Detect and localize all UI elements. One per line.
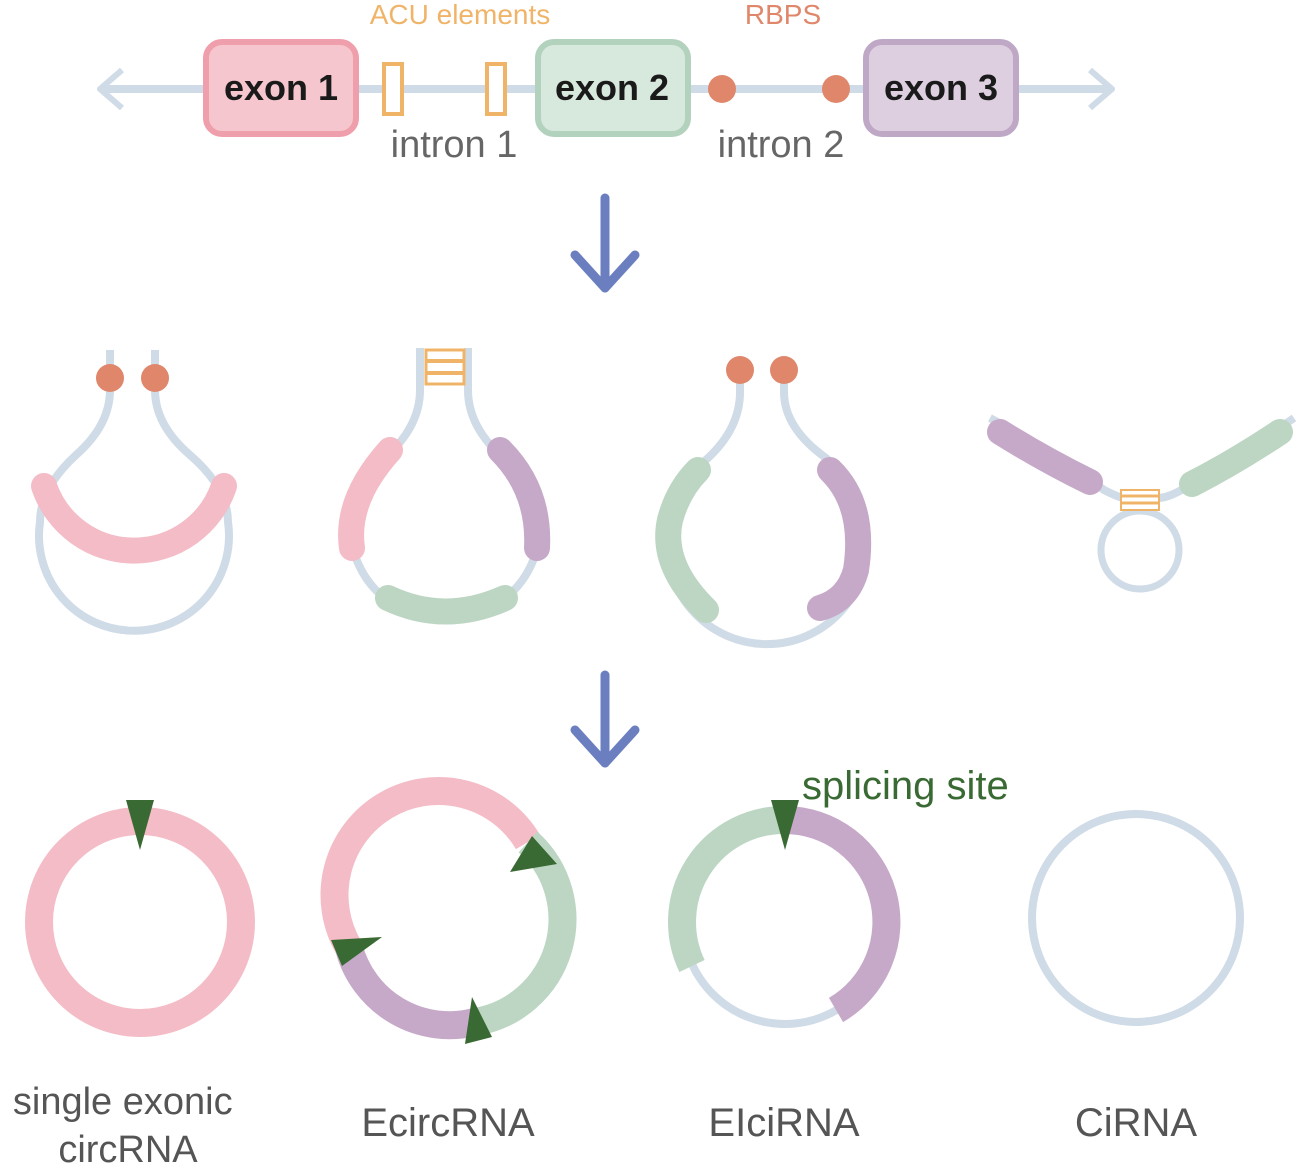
splice-site-marker-icon [331,937,382,966]
intron-2-label: intron 2 [718,124,845,166]
single-exonic-circrna [25,800,255,1037]
rbp-dot-2 [822,75,850,103]
rbp-dot [96,364,124,392]
cirna [1028,810,1244,1026]
exon-1-label: exon 1 [224,67,338,108]
exon-2-arc [375,585,518,625]
circrna-products: splicing site single exonic circRNA Ecir… [13,764,1244,1169]
rbps-label: RBPS [745,0,821,30]
splice-site-marker-icon [465,997,492,1044]
splice-site-marker-icon [126,800,154,850]
acu-pairing [424,348,466,386]
intermediate-structures [31,348,1297,649]
single-exonic-circrna-label: single exonic circRNA [13,1081,243,1169]
intermediate-rbp [655,356,872,649]
splice-site-marker-icon [510,836,557,872]
exon-3-arc [784,806,901,1023]
right-arrowhead-icon [1088,67,1115,111]
exon-3-label: exon 3 [884,67,998,108]
intron-1-label: intron 1 [391,124,518,166]
exon-3-arc [807,457,872,621]
splicing-site-label: splicing site [802,764,1009,808]
intron-loop [1097,507,1183,593]
acu-element-2 [485,62,507,116]
exon-2-arc [1179,419,1293,497]
exon-1-arc [320,776,541,956]
exon-3-box [863,39,1019,137]
eicirna: splicing site [668,764,1009,1028]
cirna-label: CiRNA [1075,1101,1198,1145]
exon-2-arc [668,805,786,973]
intermediate-intron-lariat [987,414,1297,593]
exon-2-arc [472,831,577,1036]
acu-element-1 [382,62,404,116]
intron-ring [1028,810,1244,1026]
exon-2-arc [655,457,719,623]
gene-structure: exon 1 exon 2 exon 3 ACU elements RBPS i… [97,0,1115,166]
rbp-dot [141,364,169,392]
rbp-dot [726,356,754,384]
acu-pairing [1120,489,1160,511]
intermediate-single-exon [31,350,237,635]
exon-2-label: exon 2 [555,67,669,108]
down-arrow-1-icon [570,193,640,293]
exon-1-ring [25,807,255,1037]
rbp-dot-1 [708,75,736,103]
left-arrowhead-icon [97,67,124,111]
ecircrna [320,776,577,1044]
exon-1-arc [31,473,237,564]
exon-3-arc [487,437,551,561]
exon-1-arc [338,437,403,561]
eicirna-label: EIciRNA [708,1101,859,1145]
single-exonic-circrna-label-line-1: single exonic [13,1081,233,1123]
acu-elements-label: ACU elements [370,0,551,30]
intermediate-acu-paired [338,348,551,625]
exon-3-arc [335,944,479,1040]
down-arrow-2-icon [570,670,640,768]
splice-site-marker-icon [771,800,799,850]
rbp-dot [770,356,798,384]
exon-3-arc [987,419,1103,495]
exon-2-box [535,39,691,137]
ecircrna-label: EcircRNA [361,1101,535,1145]
exon-1-box [203,39,359,137]
single-exonic-circrna-label-line-2: circRNA [58,1129,198,1169]
